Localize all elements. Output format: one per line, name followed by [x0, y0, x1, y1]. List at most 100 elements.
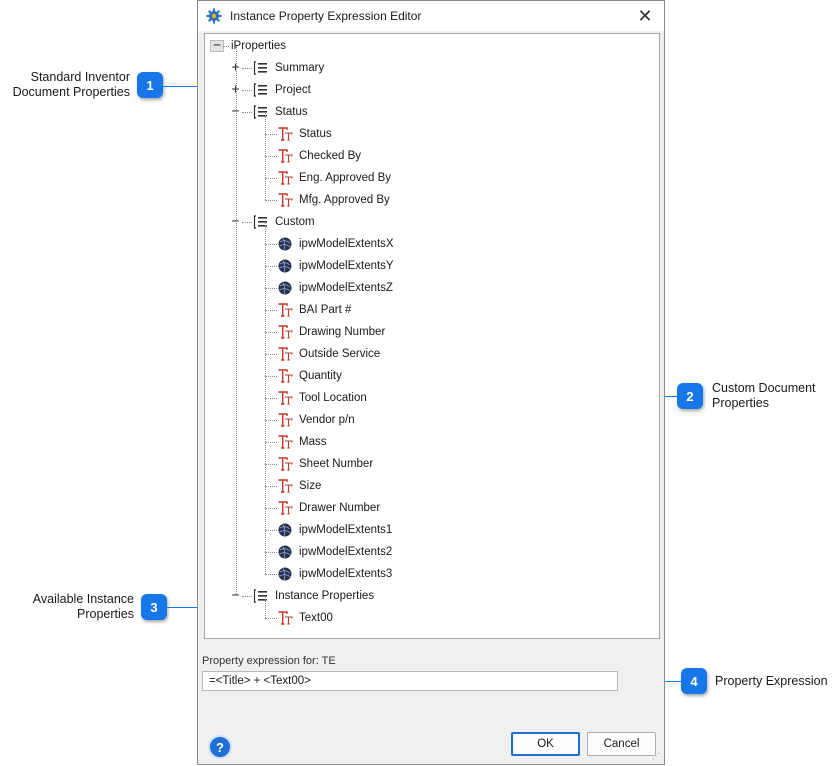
text-property-icon [277, 302, 293, 318]
collapse-root-toggle[interactable]: − [210, 39, 224, 52]
property-expression-input[interactable] [202, 671, 618, 691]
tree-connector [265, 178, 277, 179]
tree-item-custom[interactable]: Quantity [277, 365, 342, 387]
tree-item-status[interactable]: Mfg. Approved By [277, 189, 390, 211]
tree-item-label: ipwModelExtentsY [299, 260, 394, 272]
help-button[interactable]: ? [208, 735, 232, 759]
tree-item-label: Instance Properties [275, 590, 375, 602]
callout-1-line2: Document Properties [12, 85, 130, 99]
callout-2-badge: 2 [677, 383, 703, 409]
tree-item-custom[interactable]: ipwModelExtents1 [277, 519, 392, 541]
tree-item-label: Vendor p/n [299, 414, 355, 426]
tree-connector [265, 442, 277, 443]
tree-item-custom[interactable]: ipwModelExtents2 [277, 541, 392, 563]
tree-connector [265, 244, 277, 245]
property-group-icon [253, 588, 269, 604]
sphere-icon [277, 236, 293, 252]
tree-item-label: iProperties [231, 40, 286, 52]
tree-item-custom[interactable]: ipwModelExtents3 [277, 563, 392, 585]
toggle-project[interactable]: + [231, 82, 240, 97]
tree-item-custom[interactable]: Outside Service [277, 343, 380, 365]
tree-item-label: Eng. Approved By [299, 172, 392, 184]
tree-item-custom[interactable]: Drawing Number [277, 321, 385, 343]
tree-connector [265, 420, 277, 421]
close-button[interactable]: ✕ [634, 5, 656, 27]
tree-item-instance[interactable]: Text00 [277, 607, 333, 629]
text-property-icon [277, 390, 293, 406]
tree-item-label: BAI Part # [299, 304, 352, 316]
callout-1-line1: Standard Inventor [30, 70, 130, 84]
tree-item-label: Summary [275, 62, 325, 74]
tree-group-custom[interactable]: Custom [253, 211, 315, 233]
tree-item-label: Project [275, 84, 311, 96]
sphere-icon [277, 522, 293, 538]
tree-item-iproperties[interactable]: iProperties [229, 35, 286, 57]
tree-item-custom[interactable]: Mass [277, 431, 326, 453]
tree-group-project[interactable]: Project [253, 79, 311, 101]
tree-connector [265, 552, 277, 553]
tree-group-summary[interactable]: Summary [253, 57, 324, 79]
tree-item-custom[interactable]: Vendor p/n [277, 409, 355, 431]
tree-item-custom[interactable]: Tool Location [277, 387, 367, 409]
tree-connector [265, 134, 277, 135]
tree-connector [265, 376, 277, 377]
tree-item-status[interactable]: Status [277, 123, 332, 145]
tree-connector [265, 508, 277, 509]
resize-grip[interactable]: ⋰ [652, 752, 660, 761]
text-property-icon [277, 500, 293, 516]
text-property-icon [277, 412, 293, 428]
tree-item-label: Status [299, 128, 332, 140]
tree-item-custom[interactable]: Size [277, 475, 321, 497]
cancel-button[interactable]: Cancel [587, 732, 656, 756]
text-property-icon [277, 610, 293, 626]
tree-item-status[interactable]: Checked By [277, 145, 361, 167]
tree-connector [242, 596, 252, 597]
tree-item-custom[interactable]: ipwModelExtentsX [277, 233, 394, 255]
close-icon: ✕ [637, 5, 653, 26]
tree-item-custom[interactable]: BAI Part # [277, 299, 351, 321]
sphere-icon [277, 258, 293, 274]
text-property-icon [277, 126, 293, 142]
tree-item-label: Sheet Number [299, 458, 374, 470]
sphere-icon [277, 280, 293, 296]
tree-item-custom[interactable]: ipwModelExtentsY [277, 255, 394, 277]
toggle-custom[interactable]: − [231, 214, 240, 229]
ok-button[interactable]: OK [511, 732, 580, 756]
tree-item-label: ipwModelExtents2 [299, 546, 393, 558]
text-property-icon [277, 368, 293, 384]
tree-connector [242, 112, 252, 113]
toggle-status[interactable]: − [231, 104, 240, 119]
tree-item-label: ipwModelExtentsX [299, 238, 394, 250]
tree-connector [265, 618, 277, 619]
text-property-icon [277, 324, 293, 340]
tree-item-custom[interactable]: Sheet Number [277, 453, 373, 475]
tree-connector [265, 266, 277, 267]
tree-group-instance[interactable]: Instance Properties [253, 585, 374, 607]
tree-item-custom[interactable]: Drawer Number [277, 497, 380, 519]
property-group-icon [253, 214, 269, 230]
tree-connector [265, 464, 277, 465]
text-property-icon [277, 148, 293, 164]
callout-3-line2: Properties [77, 607, 134, 621]
tree-connector [265, 310, 277, 311]
property-group-icon [253, 60, 269, 76]
property-group-icon [253, 104, 269, 120]
toggle-summary[interactable]: + [231, 60, 240, 75]
callout-4-text: Property Expression [715, 674, 837, 689]
tree-item-label: Status [275, 106, 308, 118]
tree-item-status[interactable]: Eng. Approved By [277, 167, 391, 189]
tree-item-label: Drawing Number [299, 326, 386, 338]
sphere-icon [277, 544, 293, 560]
toggle-instance[interactable]: − [231, 588, 240, 603]
tree-connector [265, 596, 266, 618]
tree-connector [242, 90, 252, 91]
tree-item-label: ipwModelExtentsZ [299, 282, 393, 294]
tree-group-status[interactable]: Status [253, 101, 308, 123]
tree-connector [223, 46, 229, 47]
tree-connector [265, 486, 277, 487]
callout-1-leader [163, 86, 223, 87]
tree-item-custom[interactable]: ipwModelExtentsZ [277, 277, 393, 299]
tree-connector [265, 530, 277, 531]
tree-connector [265, 288, 277, 289]
